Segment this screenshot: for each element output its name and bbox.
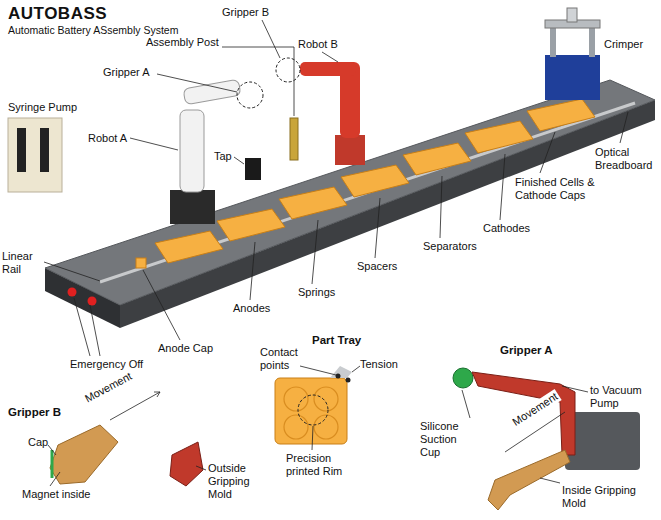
pump-slot	[40, 128, 49, 172]
part-label: Separators	[423, 240, 477, 253]
gripper-a-motor	[565, 412, 640, 470]
part-label: Magnet inside	[22, 488, 91, 501]
pump-slot	[17, 128, 26, 172]
part-label: Spacers	[357, 260, 397, 273]
part-label: Automatic Battery ASsembly System	[8, 24, 178, 37]
part-label: Movement	[81, 369, 136, 406]
part-label: Robot B	[298, 38, 338, 51]
part-label: Inside Gripping Mold	[562, 484, 652, 510]
part-label: Anode Cap	[158, 342, 213, 355]
part-label: Cap	[28, 436, 48, 449]
part-label: Optical Breadboard	[595, 146, 657, 172]
crimper-pillar	[589, 25, 595, 57]
leader-lines	[48, 392, 206, 486]
gripper-marker	[276, 58, 300, 82]
part-label: Tap	[214, 150, 232, 163]
part-label: Robot A	[88, 132, 127, 145]
inside-mold	[488, 450, 570, 510]
part-label: Cathodes	[483, 222, 530, 235]
tray-tab	[330, 366, 352, 378]
suction-cup	[453, 368, 473, 388]
gripper-b-cap	[50, 425, 118, 484]
leader-lines	[300, 366, 360, 450]
gripper-a-arm	[472, 372, 575, 455]
robot-b-base	[335, 135, 365, 165]
part-label: Assembly Post	[146, 36, 219, 49]
gripper-marker	[237, 82, 263, 108]
part-label: Silicone Suction Cup	[420, 420, 472, 459]
part-label: Linear Rail	[2, 250, 42, 276]
inset-heading: Gripper A	[500, 344, 553, 357]
tray-inset	[275, 378, 347, 444]
part-label: Crimper	[604, 38, 643, 51]
robot-a-base	[170, 190, 215, 224]
outside-mold	[170, 442, 203, 486]
part-label: Contact points	[260, 346, 304, 372]
crimper-base	[545, 55, 600, 100]
part-label: to Vacuum Pump	[590, 384, 652, 410]
inset-heading: Part Tray	[312, 334, 361, 347]
diagram-title: AUTOBASS	[8, 4, 107, 24]
part-label: Outside Gripping Mold	[208, 462, 264, 501]
part-label: Anodes	[233, 302, 270, 315]
part-label: Springs	[298, 286, 335, 299]
inset-heading: Gripper B	[8, 406, 61, 419]
board-front	[120, 100, 655, 328]
part-label: Finished Cells & Cathode Caps	[515, 176, 615, 202]
emergency-button	[88, 297, 97, 306]
part-label: Precision printed Rim	[286, 452, 356, 478]
leader-lines	[462, 386, 588, 483]
robot-b-arm	[300, 62, 356, 76]
linear-rail	[100, 103, 635, 282]
crimper-pillar	[550, 25, 556, 57]
contact-point	[336, 374, 341, 379]
rim-marker	[298, 395, 328, 425]
assembly-post	[290, 118, 298, 160]
robot-a-arm	[183, 79, 241, 104]
magnet-face	[51, 450, 54, 478]
syringe-pump	[8, 118, 62, 192]
robot-a-arm	[180, 110, 204, 192]
anode-cap	[136, 258, 146, 268]
part-label: Gripper B	[222, 6, 269, 19]
leader-lines	[44, 20, 628, 356]
emergency-button	[68, 288, 77, 297]
tray-pockets	[284, 387, 338, 439]
contact-point	[346, 378, 351, 383]
tap	[245, 158, 261, 180]
crimper-handle	[567, 8, 577, 22]
part-label: Syringe Pump	[8, 101, 77, 114]
part-label: Gripper A	[103, 66, 149, 79]
part-label: Tension	[360, 358, 398, 371]
part-label: Emergency Off	[70, 358, 143, 371]
